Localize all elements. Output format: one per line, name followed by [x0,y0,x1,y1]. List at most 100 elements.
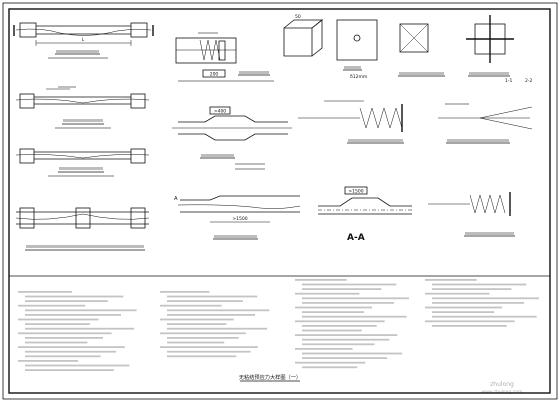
note-line [167,341,225,344]
bearing-plate [218,40,226,61]
sleeve-outline [178,115,288,141]
note-line [167,309,270,312]
dim-box [344,186,368,195]
hatch-diag-2 [399,23,429,53]
section-AA-label: A-A [347,233,365,243]
spiral-coil [359,107,403,129]
mid-column [75,207,91,229]
note-line [302,357,388,359]
note-line [302,311,365,313]
note-line [432,283,527,286]
note-line [295,320,385,323]
caption-placeholder [214,235,257,238]
panel-anchor-plate-3d: 50 [283,14,324,57]
note-line [25,295,124,298]
panel-bearing-plate: δ12mm [336,19,378,80]
caption-placeholder [469,72,509,75]
panel-end-anchorage-layout [15,207,150,251]
dim-200-label: 200 [210,72,219,78]
box-front [283,27,313,57]
caption-placeholder [56,50,99,53]
note-line [425,306,503,309]
note-line [167,323,227,325]
panel-section-AA: >1500 A-A [318,186,412,243]
note-line [160,318,234,321]
tendon-profile [15,28,152,36]
note-line [25,337,103,339]
caption-placeholder [201,154,234,157]
left-column [19,93,35,109]
panel-spiral-end-anchorage [428,192,515,237]
note-line [302,283,397,286]
note-line [425,292,490,295]
note-line [167,355,237,358]
section-mark-1: 1-1 [505,78,512,84]
watermark-line-2: www.zhulong.com [482,389,523,395]
note-line [432,297,539,300]
note-line [18,332,112,335]
left-column [19,148,35,164]
panel-fixed-end-anchorage-open [438,103,533,144]
note-placeholder [48,57,108,59]
leader-placeholder [445,103,469,105]
panel-beam-tendon-layout: L [13,22,154,59]
note-placeholder [48,175,114,177]
dim-L-label: L [82,37,85,43]
notes-column-3 [295,279,409,369]
note-line [302,366,358,369]
note-line [18,346,125,348]
caption-placeholder [344,66,361,69]
note-line [295,361,366,364]
panel-anchor-block: 200 [175,32,274,82]
note-line [302,315,407,318]
caption-placeholder [447,139,509,142]
note-line [432,302,524,304]
note-line [302,343,375,346]
note-line [302,302,394,304]
dim-box [202,69,226,78]
right-column [130,207,146,229]
caption-placeholder [239,71,269,74]
dim-1500-label: >1500 [348,189,363,195]
note-line [25,309,137,312]
spiral-coil [469,194,506,214]
symbol-A-left: A [174,196,178,202]
tendon-profile [177,204,301,209]
note-line [25,314,121,316]
panel-tendon-sleeve: >400 [172,106,292,170]
panel-opening-detail-1 [398,23,445,77]
tendon-spread-upper [479,106,533,119]
note-line [25,369,114,371]
note-line [167,314,255,316]
note-line [295,306,373,309]
plate-hole [353,34,361,42]
left-column [19,207,35,229]
note-line [160,332,246,335]
caption-placeholder [26,245,144,248]
note-line [302,338,390,341]
opening-box [399,23,429,53]
note-line [432,311,495,313]
note-line [18,360,78,362]
note-line [302,352,403,355]
note-line [167,350,251,353]
caption-placeholder [63,119,103,122]
note-line [160,304,222,307]
dim-box [209,106,231,115]
notes-column-4 [425,279,539,327]
leader-placeholder [198,32,218,34]
note-line [302,325,377,327]
note-line [167,327,268,330]
note-line [18,291,72,293]
box-top [283,19,324,29]
note-line [295,334,398,336]
dim-50-label: 50 [295,14,301,20]
note-line [302,297,409,300]
tendon-profile [15,213,150,220]
sheet-title: 无粘结预应力大样图（一） [239,373,301,381]
note-placeholder [55,127,111,129]
note-line [25,323,90,325]
